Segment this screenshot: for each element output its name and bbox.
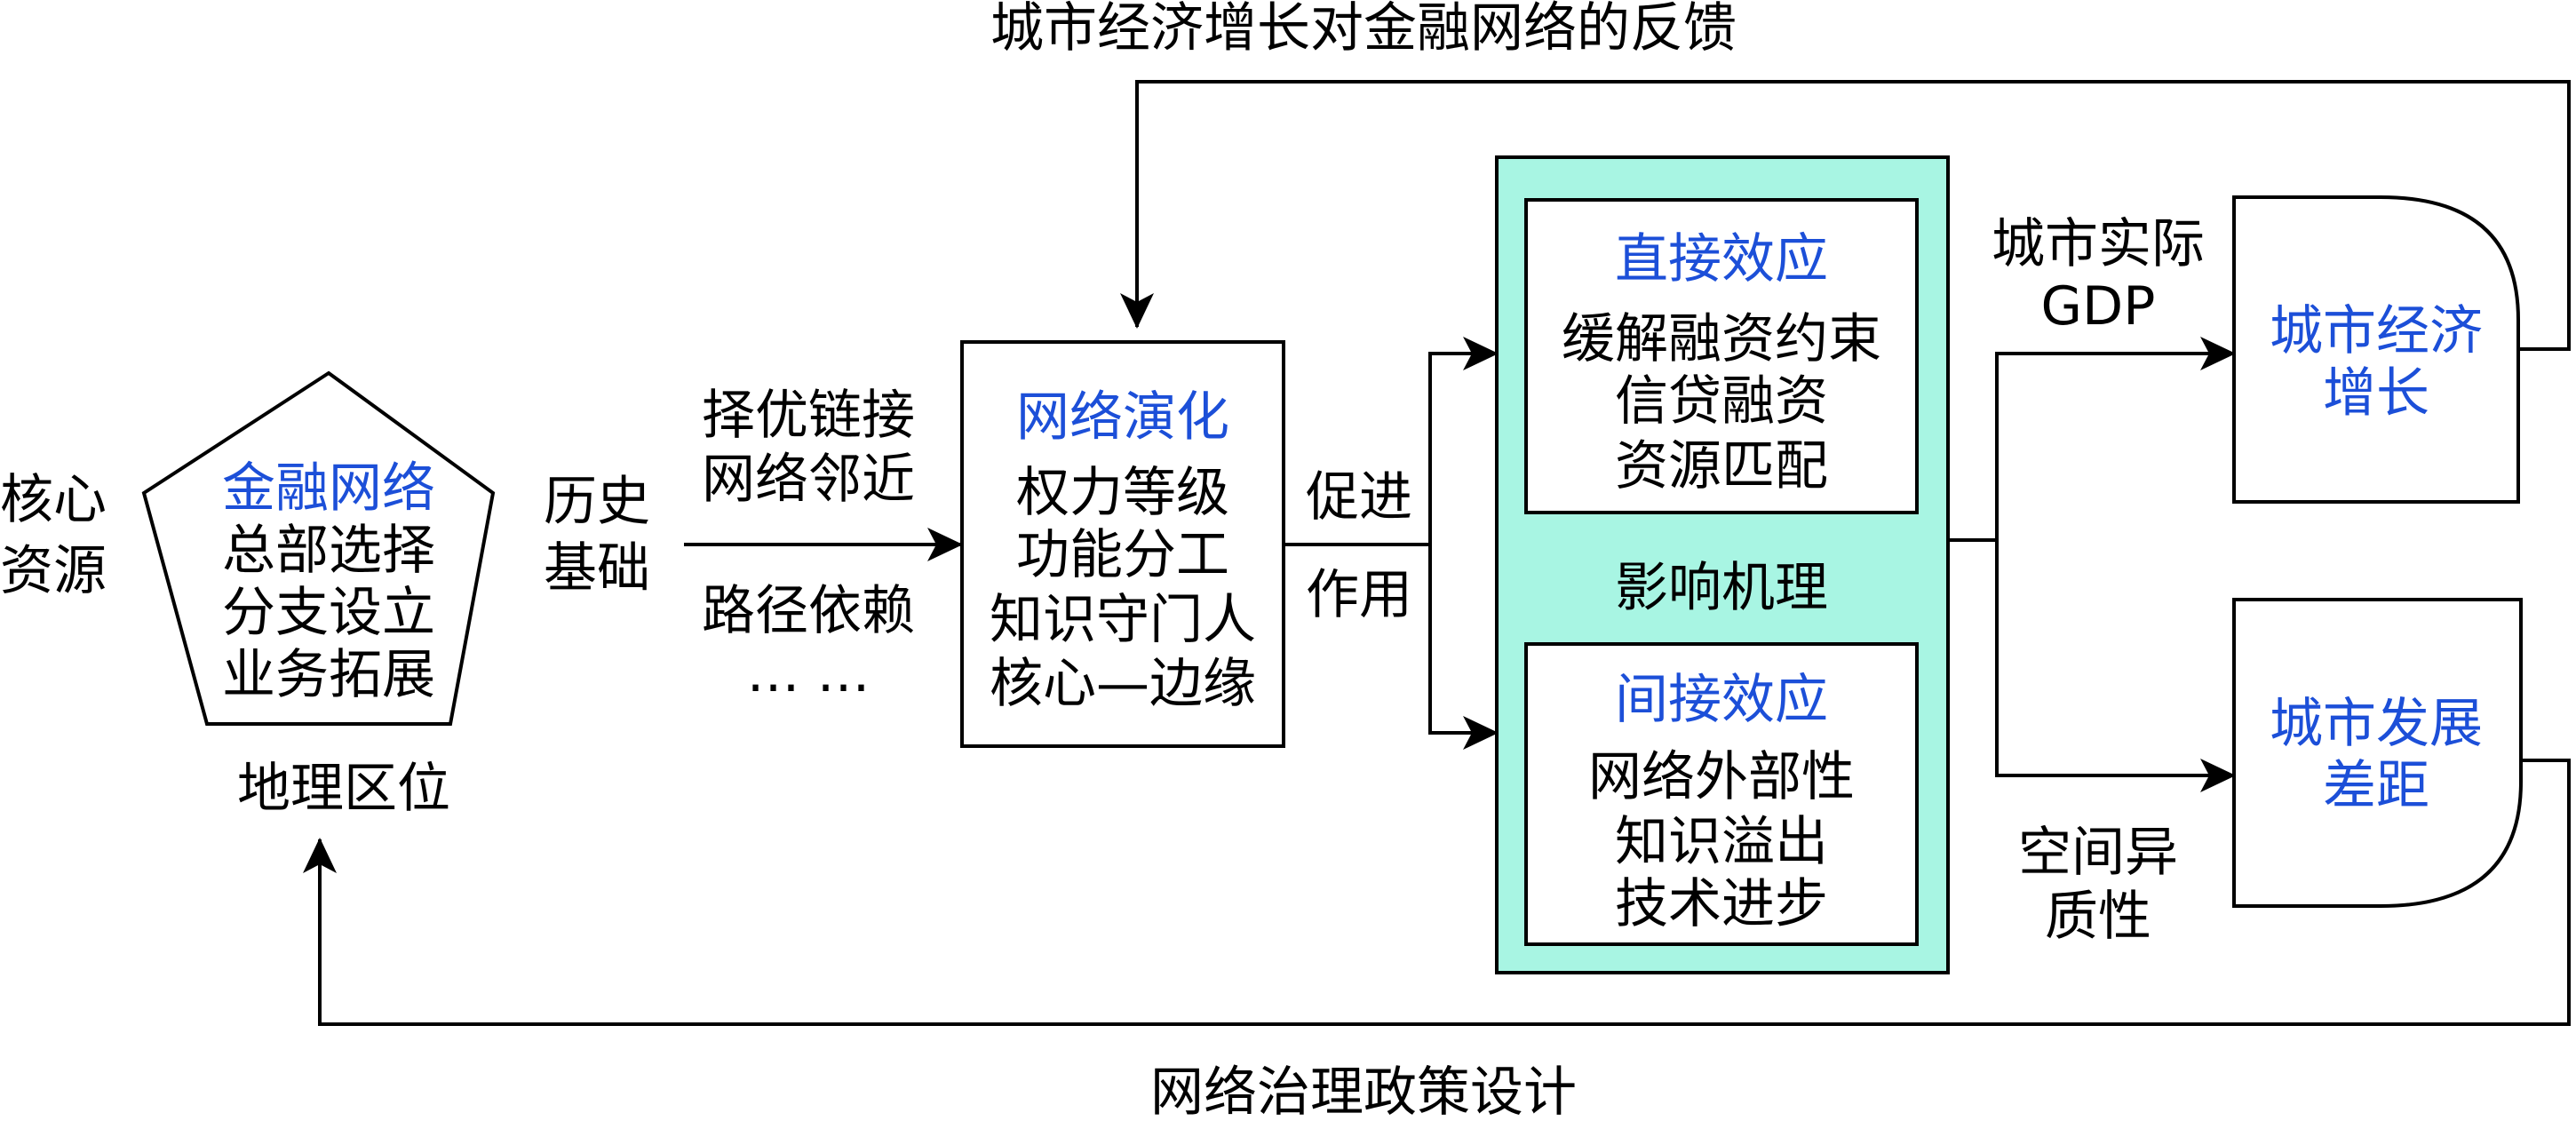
to-indirect-arrow: [1428, 545, 1499, 750]
to-growth-arrow: [1995, 337, 2236, 540]
urban-growth-label-2: 增长: [2323, 362, 2429, 425]
evolution-item: 核心—边缘: [990, 653, 1256, 715]
network-evolution-box: [960, 340, 1285, 748]
top-feedback-label: 城市经济增长对金融网络的反馈: [990, 0, 1737, 60]
indirect-effect-item: 技术进步: [1615, 873, 1828, 935]
indirect-effect-item: 知识溢出: [1615, 811, 1828, 873]
lower-factor: … …: [746, 642, 870, 704]
evolution-item: 知识守门人: [990, 589, 1256, 651]
pentagon-item: 业务拓展: [222, 644, 435, 706]
financial-network-title: 金融网络: [222, 457, 435, 520]
bottom-feedback-label: 网络治理政策设计: [1150, 1061, 1577, 1121]
top-feedback-arrow: [1120, 80, 2571, 351]
core-resource-label-2: 资源: [0, 540, 107, 602]
evolution-item: 权力等级: [1016, 462, 1229, 524]
indirect-effect-title: 间接效应: [1615, 669, 1828, 731]
urban-growth-label-1: 城市经济: [2270, 300, 2483, 362]
core-resource-label-1: 核心: [0, 469, 107, 531]
bottom-feedback-arrow: [303, 759, 2571, 1026]
location-label: 地理区位: [237, 758, 450, 820]
gdp-label-2: GDP: [2041, 275, 2156, 338]
promote-label-2: 作用: [1306, 564, 1412, 626]
development-gap-box: [2232, 598, 2523, 908]
direct-effect-item: 资源匹配: [1615, 435, 1828, 497]
evolution-item: 功能分工: [1016, 524, 1229, 586]
to-gap-arrow: [1995, 540, 2236, 792]
pentagon-item: 总部选择: [222, 520, 435, 582]
gdp-label-1: 城市实际: [1992, 213, 2205, 275]
history-label-2: 基础: [544, 537, 650, 600]
to-direct-arrow: [1428, 337, 1499, 545]
upper-factor: 网络邻近: [702, 449, 915, 511]
pentagon-item: 分支设立: [222, 582, 435, 644]
indirect-effect-item: 网络外部性: [1588, 746, 1855, 808]
development-gap-label-1: 城市发展: [2270, 693, 2483, 755]
direct-effect-box: [1524, 198, 1919, 514]
development-gap-label-2: 差距: [2323, 755, 2429, 817]
mechanism-label: 影响机理: [1615, 557, 1828, 619]
heterogeneity-label-2: 质性: [2045, 886, 2151, 948]
lower-factor: 路径依赖: [702, 580, 915, 642]
promote-label-1: 促进: [1306, 466, 1412, 529]
direct-effect-title: 直接效应: [1615, 228, 1828, 290]
history-label-1: 历史: [544, 471, 650, 533]
urban-growth-box: [2232, 195, 2520, 504]
heterogeneity-label-1: 空间异: [2018, 822, 2178, 884]
network-evolution-title: 网络演化: [1016, 386, 1229, 449]
financial-network-pentagon: [141, 370, 496, 726]
direct-effect-item: 缓解融资约束: [1562, 308, 1881, 370]
upper-factor: 择优链接: [702, 385, 915, 447]
direct-effect-item: 信贷融资: [1615, 370, 1828, 433]
indirect-effect-box: [1524, 642, 1919, 946]
